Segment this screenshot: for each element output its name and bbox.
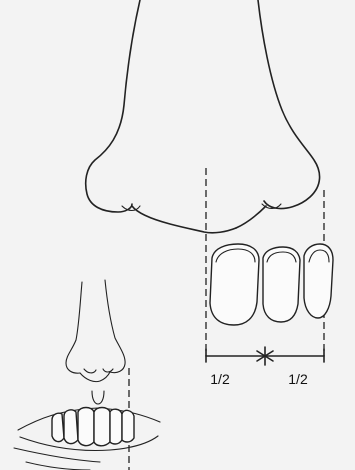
- small-nose-left-line: [66, 282, 82, 373]
- nose-bridge-left-line: [86, 0, 140, 212]
- small-nose-nostril-right: [103, 369, 113, 372]
- label-right-half: 1/2: [288, 371, 308, 387]
- large-nose-drawing: [86, 0, 320, 233]
- small-teeth-row: [52, 408, 134, 446]
- tooth-lateral-incisor: [210, 244, 259, 325]
- nose-bridge-right-line: [258, 0, 320, 209]
- left-nostril-line: [132, 206, 236, 233]
- upper-teeth-large: [210, 244, 333, 325]
- measurement-bracket: [206, 347, 324, 365]
- label-left-half: 1/2: [210, 371, 230, 387]
- small-nose-base: [80, 372, 110, 382]
- small-nose-nostril-left: [84, 369, 96, 373]
- small-face-drawing: [14, 280, 160, 470]
- tooth-canine: [304, 244, 333, 318]
- small-nose-right-line: [105, 280, 125, 373]
- small-chin-line-2: [26, 462, 90, 470]
- right-nostril-line: [236, 206, 266, 228]
- small-philtrum: [92, 391, 104, 404]
